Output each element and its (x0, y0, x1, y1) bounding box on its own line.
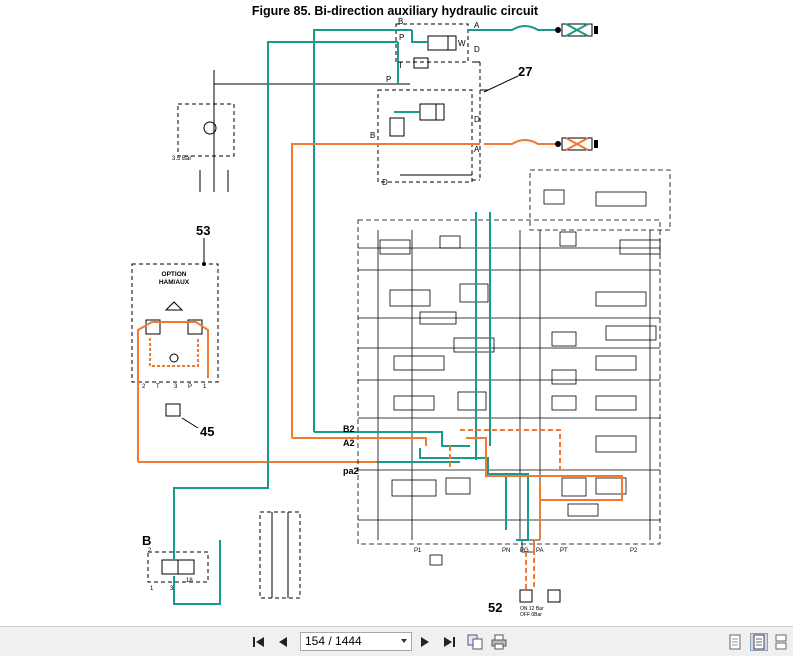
hydraulic-diagram: Figure 85. Bi-direction auxiliary hydrau… (131, 4, 671, 618)
svg-text:B: B (142, 533, 151, 548)
svg-text:2: 2 (142, 384, 146, 390)
coupler-top (555, 23, 598, 37)
orange-line-top (291, 139, 555, 438)
svg-text:1: 1 (150, 586, 154, 592)
top-valve-block (177, 23, 488, 192)
next-page-button[interactable] (416, 633, 434, 651)
svg-text:A: A (474, 21, 480, 30)
two-page-view-button[interactable] (750, 633, 768, 651)
svg-text:B: B (370, 131, 375, 140)
viewer-toolbar: 154 / 1444 (0, 626, 793, 656)
svg-text:pa2: pa2 (343, 466, 359, 476)
print-button[interactable] (490, 633, 508, 651)
svg-text:2: 2 (148, 548, 152, 554)
continuous-view-button[interactable] (772, 633, 790, 651)
print-icon (491, 634, 507, 650)
svg-text:OPTION: OPTION (162, 271, 187, 278)
svg-text:PG: PG (520, 548, 529, 554)
callout-27: 27 (483, 64, 532, 93)
continuous-page-icon (775, 634, 787, 650)
page-number-select[interactable]: 154 / 1444 (300, 632, 412, 651)
svg-text:1: 1 (203, 384, 207, 390)
svg-text:ON 12 Bar: ON 12 Bar (520, 606, 544, 612)
first-page-icon (253, 637, 264, 647)
svg-text:A: A (474, 145, 480, 154)
svg-text:D: D (474, 115, 480, 124)
svg-text:B: B (398, 17, 403, 26)
svg-text:HAM/AUX: HAM/AUX (159, 279, 190, 286)
top-labels: B A P D W T P D B A D 3.5 Bar (172, 17, 480, 187)
svg-text:P: P (188, 384, 192, 390)
svg-text:PN: PN (502, 548, 510, 554)
orange-option-lines (137, 321, 378, 463)
last-page-button[interactable] (440, 633, 458, 651)
orange-dashed-manifold (449, 429, 561, 590)
figure-title: Figure 85. Bi-direction auxiliary hydrau… (252, 4, 539, 18)
svg-text:P1: P1 (414, 548, 422, 554)
manifold-port-labels: B2 A2 pa2 (343, 424, 359, 476)
svg-text:27: 27 (518, 64, 532, 79)
first-page-button[interactable] (250, 633, 268, 651)
svg-text:45: 45 (200, 424, 214, 439)
main-manifold (357, 169, 671, 566)
svg-text:T: T (398, 61, 403, 70)
option-box: 53 OPTION HAM/AUX 2 T 3 P 1 45 (131, 223, 219, 439)
svg-text:D: D (474, 45, 480, 54)
teal-line-top (267, 25, 555, 462)
previous-page-icon (279, 637, 287, 647)
callout-52: 52 ON 12 Bar OFF 0Bar (488, 589, 561, 618)
svg-text:3.5 Bar: 3.5 Bar (172, 156, 191, 162)
last-page-icon (444, 637, 455, 647)
page-indicator: 154 / 1444 (305, 634, 362, 648)
thumbnails-icon (467, 634, 483, 650)
next-page-icon (421, 637, 429, 647)
svg-text:PT: PT (560, 548, 568, 554)
svg-text:D: D (382, 178, 388, 187)
svg-text:18: 18 (186, 578, 193, 584)
svg-text:A2: A2 (343, 438, 355, 448)
svg-text:3: 3 (170, 586, 174, 592)
svg-text:T: T (156, 384, 160, 390)
two-page-icon (753, 634, 765, 650)
valve-b: B 2 1 3 18 (142, 533, 209, 592)
svg-text:B2: B2 (343, 424, 355, 434)
document-page: Figure 85. Bi-direction auxiliary hydrau… (131, 4, 671, 618)
connector-block (259, 511, 301, 599)
thumbnails-button[interactable] (466, 633, 484, 651)
svg-text:P2: P2 (630, 548, 638, 554)
manifold-bottom-labels: P1 PN PG PA PT P2 (414, 548, 638, 554)
chevron-down-icon (401, 639, 407, 643)
teal-lines-manifold (314, 212, 529, 541)
svg-text:OFF 0Bar: OFF 0Bar (520, 612, 542, 618)
svg-text:PA: PA (536, 548, 544, 554)
single-page-icon (729, 634, 741, 650)
svg-text:3: 3 (174, 384, 178, 390)
previous-page-button[interactable] (274, 633, 292, 651)
orange-lines-manifold (292, 437, 623, 501)
coupler-bottom (555, 137, 598, 151)
svg-text:P: P (399, 33, 404, 42)
svg-text:P: P (386, 75, 391, 84)
single-page-view-button[interactable] (726, 633, 744, 651)
svg-text:W: W (458, 39, 466, 48)
svg-text:53: 53 (196, 223, 210, 238)
teal-line-b (173, 462, 269, 605)
svg-text:52: 52 (488, 600, 502, 615)
